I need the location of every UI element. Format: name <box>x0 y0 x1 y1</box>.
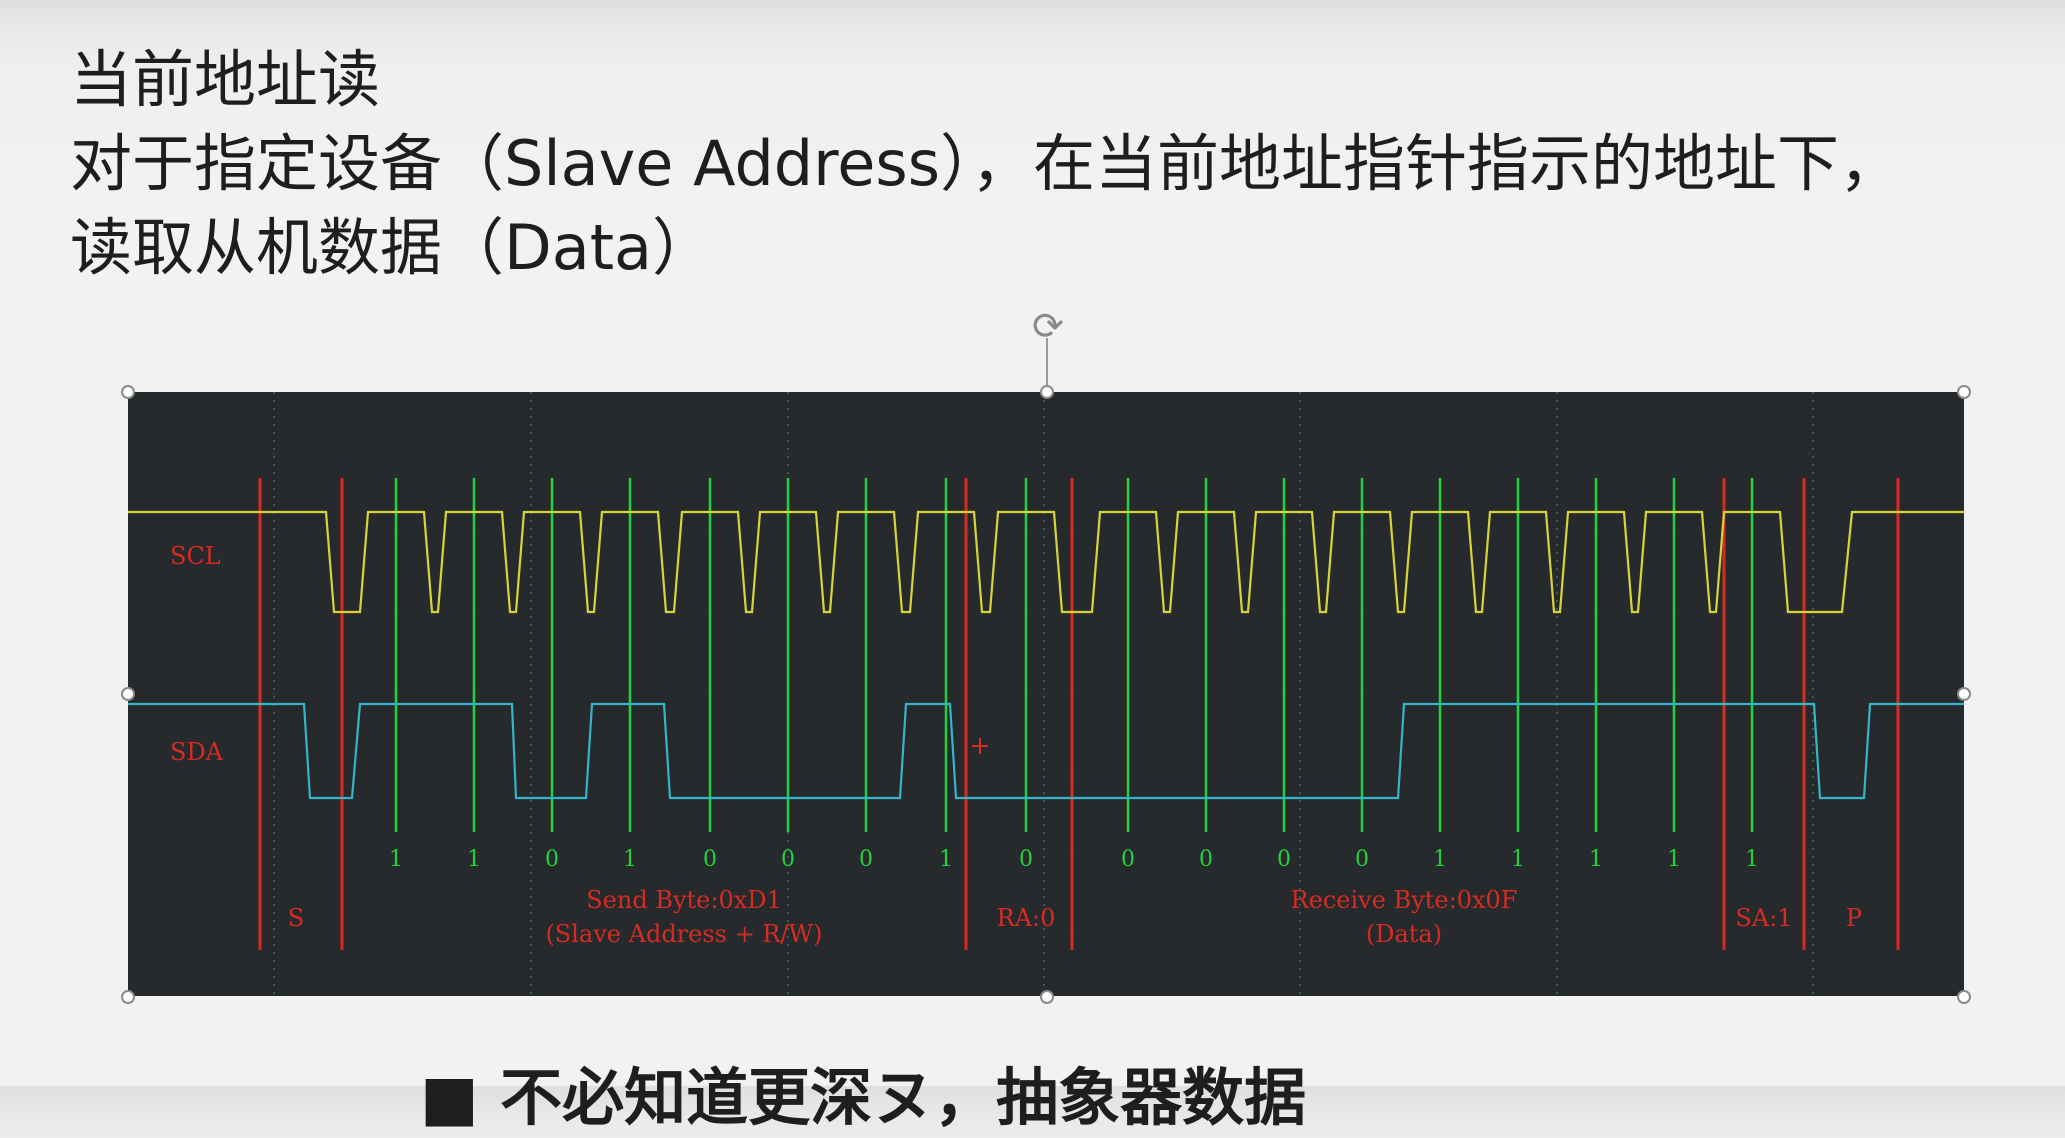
sda-waveform <box>128 702 1964 800</box>
cursor-cross <box>972 738 988 754</box>
receive-byte-sublabel: (Data) <box>1366 920 1442 948</box>
bit-label: 1 <box>467 847 481 872</box>
start-condition-label: S <box>288 904 304 932</box>
bit-label: 1 <box>1589 847 1603 872</box>
bit-label: 1 <box>1745 847 1759 872</box>
resize-handle-middle-left[interactable] <box>121 687 135 701</box>
resize-handle-top-middle[interactable] <box>1040 385 1054 399</box>
bit-label: 1 <box>1433 847 1447 872</box>
scl-waveform <box>128 510 1964 614</box>
slide-description-line-1: 对于指定设备（Slave Address），在当前地址指针指示的地址下， <box>70 127 1902 200</box>
scl-label: SCL <box>170 542 221 570</box>
bit-label: 0 <box>1019 847 1033 872</box>
rotate-handle-stem <box>1046 338 1048 390</box>
send-byte-sublabel: (Slave Address + R/W) <box>545 920 822 948</box>
resize-handle-bottom-right[interactable] <box>1957 990 1971 1004</box>
red-marker-lines <box>258 478 1900 950</box>
bit-label: 0 <box>1199 847 1213 872</box>
receive-byte-label: Receive Byte:0x0F <box>1291 886 1518 914</box>
stop-condition-label: P <box>1846 904 1862 932</box>
bit-label: 0 <box>545 847 559 872</box>
green-marker-lines <box>394 478 1754 832</box>
bit-label: 1 <box>939 847 953 872</box>
bit-label: 0 <box>1121 847 1135 872</box>
send-byte-label: Send Byte:0xD1 <box>586 886 782 914</box>
resize-handle-top-left[interactable] <box>121 385 135 399</box>
bit-label: 1 <box>1511 847 1525 872</box>
bit-label: 1 <box>623 847 637 872</box>
resize-handle-bottom-left[interactable] <box>121 990 135 1004</box>
rotate-icon[interactable]: ⟳ <box>1032 304 1064 348</box>
oscilloscope-image[interactable]: SCL SDA 1 1 0 1 0 0 0 1 0 0 0 0 0 1 1 1 1 1 S Send Byte:0… <box>128 392 1964 996</box>
bit-label: 0 <box>781 847 795 872</box>
bit-label: 1 <box>389 847 403 872</box>
slide-description-line-2: 读取从机数据（Data） <box>70 211 715 284</box>
receive-ack-label: RA:0 <box>997 904 1056 932</box>
slide-text-block: 当前地址读 对于指定设备（Slave Address），在当前地址指针指示的地址… <box>70 38 1901 290</box>
slide-title: 当前地址读 <box>70 43 381 116</box>
bit-label: 0 <box>1277 847 1291 872</box>
bit-label: 0 <box>703 847 717 872</box>
timing-diagram: SCL SDA 1 1 0 1 0 0 0 1 0 0 0 0 0 1 1 1 1 1 S Send Byte:0… <box>128 392 1964 996</box>
sda-label: SDA <box>170 738 224 766</box>
bit-label: 0 <box>1355 847 1369 872</box>
bit-label: 1 <box>1667 847 1681 872</box>
slide-bullet-cut-off: ■ 不必知道更深ヌ，抽象器数据 <box>420 1061 1307 1134</box>
bit-label: 0 <box>859 847 873 872</box>
resize-handle-middle-right[interactable] <box>1957 687 1971 701</box>
resize-handle-top-right[interactable] <box>1957 385 1971 399</box>
resize-handle-bottom-middle[interactable] <box>1040 990 1054 1004</box>
send-ack-label: SA:1 <box>1735 904 1792 932</box>
bit-labels: 1 1 0 1 0 0 0 1 0 0 0 0 0 1 1 1 1 1 <box>389 847 1759 872</box>
